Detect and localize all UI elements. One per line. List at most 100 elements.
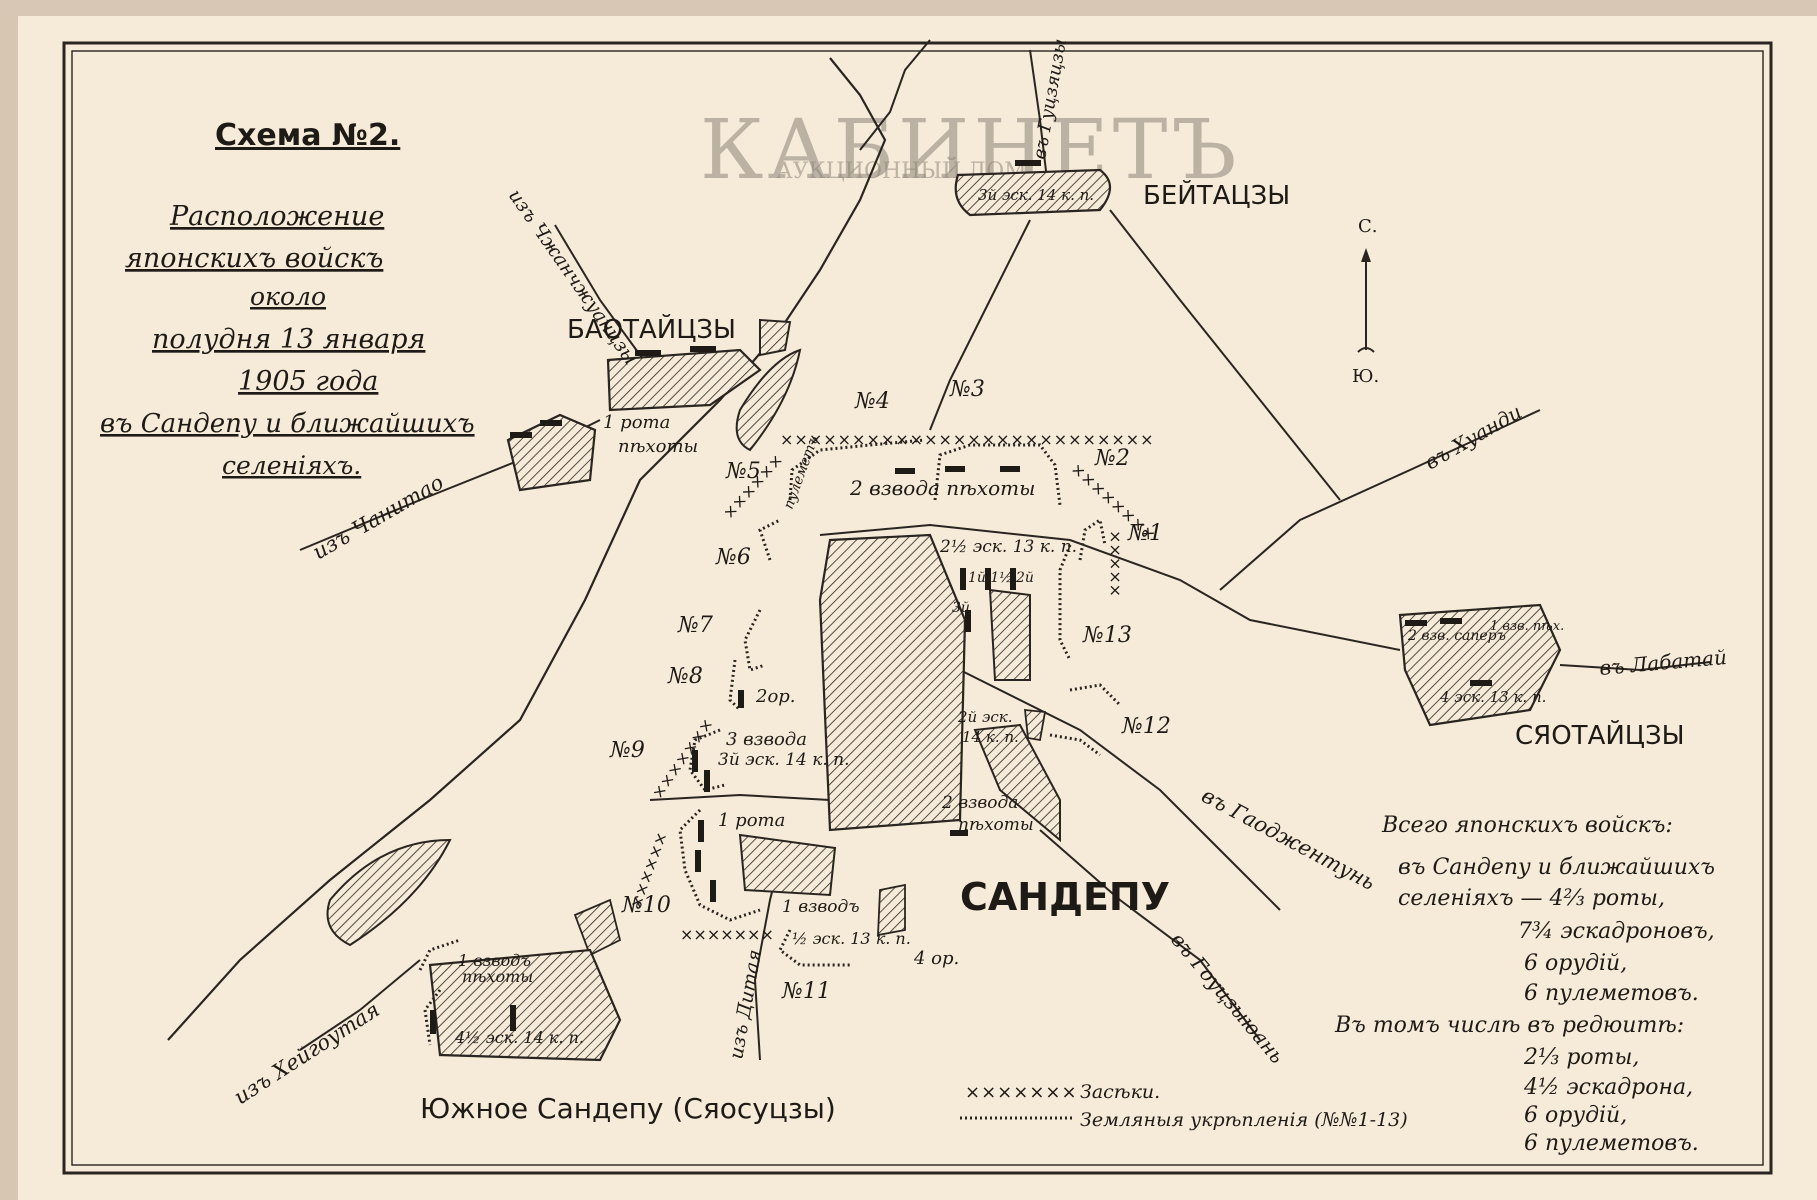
river-island-south: [326, 838, 452, 947]
unit-east-center-sub: 14 к. п.: [962, 728, 1019, 746]
marker-south-1: [430, 1010, 436, 1034]
legend-earthworks-label: Земляныя укрѣпленiя (№№1-13): [1080, 1109, 1408, 1131]
abatis-marks-3: ×××××: [1106, 530, 1125, 597]
unit-three-platoons-sub: 3й эск. 14 к. п.: [718, 750, 850, 770]
road-east: [819, 523, 1401, 651]
unit-one-rota: 1 рота: [718, 810, 785, 831]
unit-beitatszy: 3й эск. 14 к. п.: [978, 186, 1094, 204]
summary-redoubt-line-2: 4½ эскадрона,: [1523, 1075, 1693, 1100]
title-line-6: въ Сандепу и ближайшихъ: [100, 409, 475, 439]
marker-baotai-1: [635, 350, 661, 356]
legend-abatis-symbol: ×××××××: [965, 1082, 1078, 1103]
unit-two-platoons-south: 2 взвода: [941, 793, 1018, 813]
unit-two-guns: 2ор.: [755, 686, 796, 707]
marker-baotai-2: [690, 346, 716, 352]
marker-west-1: [540, 420, 562, 426]
title-line-1: Расположение: [169, 201, 384, 232]
abatis-marks-7: ×××××××: [680, 925, 774, 944]
road-label-chanitao: изъ Чанитао: [309, 470, 448, 564]
road-label-kheigoutai: изъ Хейгоутая: [230, 997, 384, 1109]
marker-south-east: [950, 830, 968, 836]
marker-west-2: [510, 432, 532, 438]
river-island-north: [735, 348, 802, 452]
legend-abatis-label: Засѣки.: [1080, 1081, 1160, 1103]
village-southwest-small: [573, 898, 622, 957]
summary-heading: Всего японскихъ войскъ:: [1381, 813, 1673, 838]
marker-north-2: [945, 466, 965, 472]
village-south-block: [738, 833, 837, 897]
legend: ××××××× Засѣки. Земляныя укрѣпленiя (№№1…: [960, 1081, 1408, 1131]
earthwork-south-2: [423, 989, 442, 1046]
redoubt-10: №10: [621, 893, 671, 918]
unit-two-platoons-south-sub: пѣхоты: [958, 815, 1034, 835]
road-label-khuandi: въ Хуанди: [1421, 400, 1526, 475]
village-syaotaitszy: [1398, 603, 1562, 727]
unit-south-platoon-sub: пѣхоты: [462, 967, 533, 986]
road-goutszyudzyan: [1039, 829, 1261, 1041]
place-south-sandepu: Южное Сандепу (Сяосуцзы): [420, 1092, 836, 1125]
earthwork-1: [1078, 517, 1107, 561]
village-sandepu-main: [818, 533, 967, 832]
redoubt-11: №11: [781, 979, 831, 1004]
marker-north-3: [1000, 466, 1020, 472]
road-label-labatai: въ Лабатай: [1598, 645, 1727, 680]
marker-north-1: [895, 468, 915, 474]
redoubt-6: №6: [715, 545, 751, 570]
village-beitatszy: [954, 168, 1112, 217]
map-inner-border: [71, 50, 1764, 1166]
road-labatai: [1559, 661, 1711, 672]
marker-9-a: [692, 750, 698, 772]
redoubt-5: №5: [725, 459, 761, 484]
earthwork-7: [743, 609, 766, 672]
troop-summary: Всего японскихъ войскъ: въ Сандепу и бли…: [1334, 813, 1715, 1156]
earthwork-13: [1058, 544, 1072, 661]
marker-10-a: [698, 820, 704, 842]
village-sandepu-east-3: [1023, 708, 1047, 742]
unit-two-platoons-north: 2 взвода пѣхоты: [849, 476, 1035, 500]
village-baotai-small: [759, 318, 792, 357]
unit-syaotai-squadron: 4 эск. 13 к. п.: [1439, 688, 1546, 706]
unit-south-squadron: 4½ эск. 14 к. п.: [454, 1028, 584, 1047]
summary-line-2: селенiяхъ — 4⅔ роты,: [1398, 886, 1665, 911]
redoubt-13: №13: [1082, 623, 1132, 648]
unit-east-center: 2й эск.: [957, 708, 1013, 726]
marker-10-b: [695, 850, 701, 872]
marker-9-b: [704, 770, 710, 792]
unit-guns-3: 3й: [952, 600, 970, 616]
marker-south-2: [510, 1005, 516, 1031]
summary-line-3: 7¾ эскадроновъ,: [1518, 919, 1715, 944]
redoubt-4: №4: [854, 389, 890, 414]
road-khuandi: [1219, 409, 1541, 591]
title-line-4: полудня 13 января: [152, 324, 425, 355]
road-south: [649, 793, 831, 801]
village-baotaitszy: [606, 348, 762, 412]
earthwork-12b: [1049, 733, 1101, 757]
summary-line-4: 6 орудiй,: [1524, 951, 1627, 976]
redoubt-7: №7: [677, 613, 713, 638]
compass-south: Ю.: [1352, 366, 1379, 387]
marker-2or: [738, 690, 744, 708]
unit-one-platoon: 1 взводъ: [782, 897, 860, 917]
earthwork-12: [1069, 683, 1122, 707]
unit-three-platoons: 3 взвода: [726, 729, 807, 750]
village-south-small: [877, 883, 906, 937]
road-beitatszy-south: [929, 219, 1031, 431]
village-west: [506, 413, 597, 492]
village-sandepu-east-1: [988, 588, 1031, 681]
summary-redoubt-line-1: 2⅓ роты,: [1523, 1045, 1639, 1070]
place-beitatszy: БЕЙТАЦЗЫ: [1143, 179, 1290, 211]
river: [167, 57, 887, 1041]
road-label-ditai: изъ Дитая: [725, 948, 766, 1061]
unit-syaotai-sapper: 2 взв. саперъ: [1407, 628, 1506, 644]
earthwork-4: [788, 438, 926, 501]
marker-gun-1: [960, 568, 966, 590]
village-sandepu-east-2: [973, 723, 1061, 843]
page-top-edge: [0, 0, 1817, 18]
abatis-marks-1: ××××××××××××××××××××××××××: [780, 430, 1155, 449]
place-syaotaitszy: СЯОТАЙЦЗЫ: [1515, 719, 1685, 751]
summary-line-5: 6 пулеметовъ.: [1524, 981, 1699, 1006]
redoubt-8: №8: [667, 664, 703, 689]
village-south-sandepu: [428, 948, 622, 1062]
redoubt-2: №2: [1094, 446, 1130, 471]
marker-gun-2: [985, 568, 991, 590]
